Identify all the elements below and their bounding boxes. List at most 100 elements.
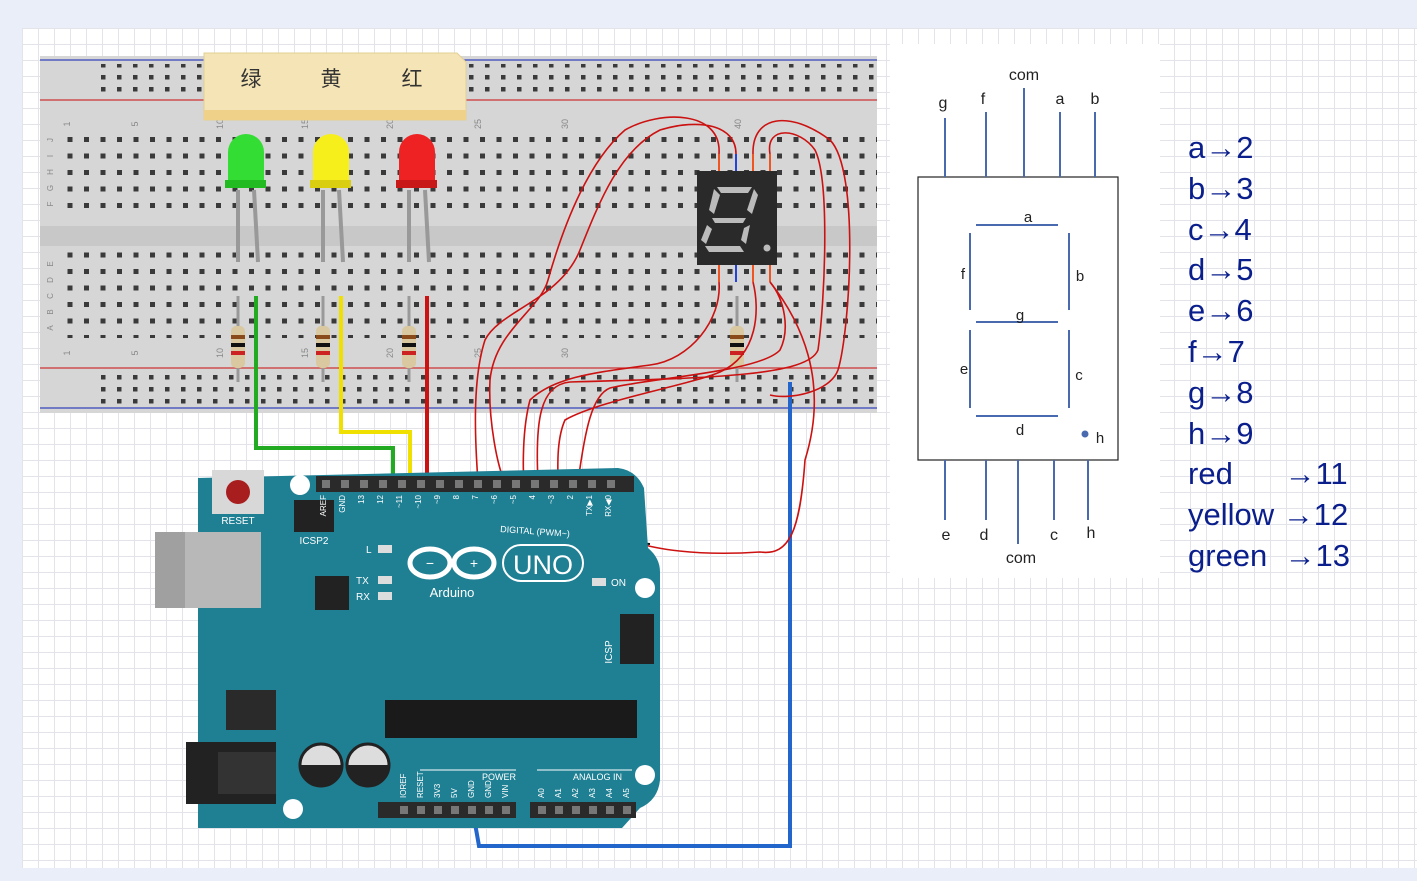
jumper-b bbox=[536, 132, 826, 483]
pin-label-e-bottom: e bbox=[942, 527, 951, 544]
pin-hole bbox=[436, 480, 444, 488]
led-red bbox=[396, 134, 437, 263]
row-letter: F bbox=[46, 201, 55, 206]
tx-label: TX bbox=[356, 576, 369, 587]
pin-hole bbox=[379, 480, 387, 488]
pin-hole bbox=[606, 806, 614, 814]
pin-label: 8 bbox=[452, 494, 461, 499]
pin-label: ~10 bbox=[414, 494, 423, 508]
jumper-c bbox=[577, 281, 786, 483]
pin-hole bbox=[485, 806, 493, 814]
pin-label: ~9 bbox=[433, 494, 442, 504]
digital-label: DIGITAL (PWM~) bbox=[500, 524, 570, 539]
pin-hole bbox=[417, 480, 425, 488]
column-number: 40 bbox=[733, 119, 743, 129]
pin-hole bbox=[400, 806, 408, 814]
led-green bbox=[225, 134, 266, 263]
pin-label: A2 bbox=[571, 788, 580, 798]
brand-label: Arduino bbox=[430, 585, 475, 600]
jumper-f bbox=[488, 116, 720, 483]
pin-label: GND bbox=[338, 495, 347, 513]
pin-hole bbox=[512, 480, 520, 488]
column-number: 10 bbox=[215, 119, 225, 129]
icsp-label: ICSP bbox=[604, 640, 615, 664]
column-number: 20 bbox=[385, 119, 395, 129]
reset-button[interactable] bbox=[226, 480, 250, 504]
wire-green bbox=[254, 296, 395, 482]
pin-hole bbox=[588, 480, 596, 488]
pin-hole bbox=[451, 806, 459, 814]
pin-map-b: b→3 bbox=[1188, 170, 1254, 206]
row-letter: A bbox=[46, 325, 55, 331]
pin-hole bbox=[493, 480, 501, 488]
row-letter: I bbox=[46, 155, 55, 157]
pin-label-d-bottom: d bbox=[980, 527, 989, 544]
pin-hole bbox=[538, 806, 546, 814]
column-number: 10 bbox=[215, 348, 225, 358]
wire-yellow bbox=[339, 296, 412, 482]
jumper-g bbox=[474, 123, 737, 483]
pin-map-yellow: yellow →12 bbox=[1188, 497, 1349, 533]
jumper-d bbox=[557, 281, 757, 483]
analog-label: ANALOG IN bbox=[573, 772, 622, 782]
seven-segment-display bbox=[697, 154, 777, 282]
pin-hole bbox=[398, 480, 406, 488]
segment-pinout-diagram: g f com a b e d com c h a b c d e f g h bbox=[890, 44, 1160, 578]
wire-ground bbox=[471, 382, 792, 848]
pin-map-green: green →13 bbox=[1188, 537, 1350, 573]
pin-hole bbox=[434, 806, 442, 814]
led-label-green: 绿 bbox=[241, 68, 262, 91]
pin-label-b-top: b bbox=[1091, 91, 1100, 108]
pin-label: TX▶1 bbox=[585, 494, 594, 515]
pin-label: 13 bbox=[357, 494, 366, 503]
pin-label: GND bbox=[467, 780, 476, 798]
pin-label: A0 bbox=[537, 788, 546, 798]
column-number: 15 bbox=[300, 119, 310, 129]
row-letter: C bbox=[46, 293, 55, 299]
pin-label: A5 bbox=[622, 788, 631, 798]
power-header bbox=[378, 802, 516, 818]
led-label-tag: 绿 黄 红 bbox=[203, 52, 467, 121]
pin-label: IOREF bbox=[399, 773, 408, 798]
voltage-regulator bbox=[226, 690, 276, 730]
pin-label-com-top: com bbox=[1009, 67, 1039, 84]
resistor-yellow bbox=[316, 296, 330, 382]
pin-hole bbox=[623, 806, 631, 814]
pin-label: A1 bbox=[554, 788, 563, 798]
column-number: 5 bbox=[130, 350, 140, 355]
row-letter: D bbox=[46, 277, 55, 283]
pin-label-h-bottom: h bbox=[1087, 525, 1096, 542]
column-number: 30 bbox=[560, 119, 570, 129]
row-letter: G bbox=[46, 185, 55, 191]
pin-map-h: h→9 bbox=[1188, 415, 1254, 451]
pin-label: A4 bbox=[605, 788, 614, 798]
pin-label: 2 bbox=[566, 494, 575, 499]
pin-label: A3 bbox=[588, 788, 597, 798]
pin-hole bbox=[607, 480, 615, 488]
segment-label-h: h bbox=[1096, 430, 1104, 447]
pin-hole bbox=[341, 480, 349, 488]
pin-map-c: c→4 bbox=[1188, 211, 1252, 247]
segment-label-b: b bbox=[1076, 268, 1084, 285]
pin-label: ~5 bbox=[509, 494, 518, 504]
row-letter: H bbox=[46, 169, 55, 175]
pin-map-d: d→5 bbox=[1188, 252, 1254, 288]
svg-text:+: + bbox=[470, 555, 478, 571]
pin-label: ~3 bbox=[547, 494, 556, 504]
pin-label: 3V3 bbox=[433, 783, 442, 798]
icsp2-header bbox=[294, 500, 334, 532]
pin-hole bbox=[531, 480, 539, 488]
icsp-header bbox=[620, 614, 654, 664]
pin-label: ~11 bbox=[395, 494, 404, 508]
pin-hole bbox=[555, 806, 563, 814]
pin-label-a-top: a bbox=[1056, 91, 1065, 108]
pin-hole bbox=[572, 806, 580, 814]
pin-label-g-top: g bbox=[939, 95, 948, 112]
reset-label: RESET bbox=[221, 516, 254, 527]
segment-label-a: a bbox=[1024, 209, 1033, 226]
pin-hole bbox=[569, 480, 577, 488]
row-letter: B bbox=[46, 309, 55, 314]
